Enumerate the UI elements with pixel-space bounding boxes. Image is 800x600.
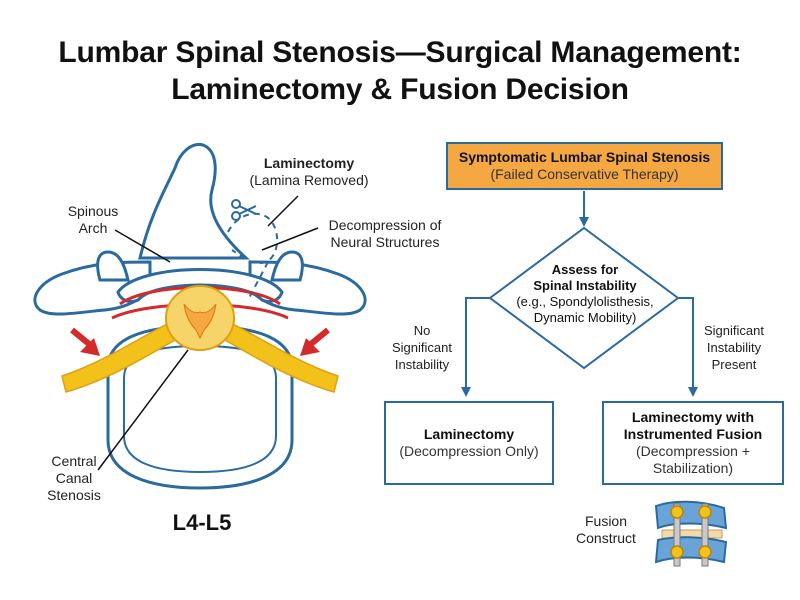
label-central-1: Central: [51, 453, 96, 469]
right-box-subtitle-1: (Decompression +: [636, 443, 750, 459]
cord-gray-matter: [183, 303, 217, 340]
leader-spinous-arch: [114, 229, 171, 263]
branch-left-line-3: Instability: [394, 357, 450, 372]
label-spinous-arch-1: Spinous: [68, 203, 119, 219]
leader-central-canal: [97, 349, 189, 471]
neural-arch: [116, 268, 284, 304]
start-subtitle: (Failed Conservative Therapy): [490, 166, 679, 182]
left-articular-process: [96, 250, 130, 282]
left-nerve-root: [61, 315, 191, 393]
scissors-icon: [231, 199, 257, 221]
title-line-1: Lumbar Spinal Stenosis—Surgical Manageme…: [58, 36, 742, 69]
left-box-subtitle: (Decompression Only): [399, 443, 539, 459]
decision-line-2: Spinal Instability: [533, 278, 637, 293]
fusion-construct-icon: [654, 500, 728, 567]
laminectomy-fusion-box: Laminectomy with Instrumented Fusion (De…: [602, 401, 784, 485]
right-nerve-root: [209, 315, 339, 393]
right-box-subtitle-2: Stabilization): [652, 460, 734, 476]
page-title: Lumbar Spinal Stenosis—Surgical Manageme…: [0, 34, 800, 108]
branch-left-line-1: No: [413, 323, 431, 338]
label-fusion-1: Fusion: [585, 513, 627, 529]
label-decompression-2: Neural Structures: [331, 234, 440, 250]
left-box-title: Laminectomy: [423, 426, 515, 442]
leader-decompression: [261, 227, 319, 251]
removed-lamina-cut-line: [247, 261, 269, 301]
title-line-2: Laminectomy & Fusion Decision: [171, 73, 629, 106]
spinous-process: [138, 142, 250, 260]
branch-left-line-2: Significant: [392, 340, 452, 355]
start-title: Symptomatic Lumbar Spinal Stenosis: [458, 149, 711, 165]
left-compression-arrow: [70, 327, 100, 356]
right-articular-process: [270, 250, 304, 282]
decision-line-3: (e.g., Spondylolisthesis,: [516, 294, 654, 309]
flow-connectors: [461, 191, 698, 397]
label-laminectomy-title: Laminectomy: [264, 155, 354, 171]
decision-diamond: [488, 226, 680, 370]
branch-right-line-3: Present: [711, 357, 757, 372]
removed-lamina-outline: [227, 212, 279, 264]
label-level: L4-L5: [173, 510, 232, 535]
connector-right-branch: [678, 297, 698, 397]
vertebral-body-inner: [123, 344, 277, 474]
label-decompression-1: Decompression of: [329, 217, 442, 233]
branch-label-left: No Significant Instability: [384, 322, 460, 373]
label-central-2: Canal: [56, 470, 93, 486]
laminectomy-only-box: Laminectomy (Decompression Only): [384, 401, 554, 485]
decision-line-4: Dynamic Mobility): [533, 310, 637, 325]
branch-right-line-2: Instability: [706, 340, 762, 355]
branch-label-right: Significant Instability Present: [694, 322, 774, 373]
label-spinous-arch-2: Arch: [79, 220, 108, 236]
leader-laminectomy: [267, 195, 299, 227]
branch-right-line-1: Significant: [704, 323, 764, 338]
connector-left-branch: [461, 297, 490, 397]
right-box-title-2: Instrumented Fusion: [623, 426, 763, 442]
decision-line-1: Assess for: [551, 262, 619, 277]
right-box-title-1: Laminectomy with: [631, 409, 755, 425]
label-fusion-2: Construct: [576, 530, 636, 546]
right-compression-arrow: [300, 327, 330, 356]
vertebra-illustration: Spinous Arch Laminectomy (Lamina Removed…: [33, 142, 442, 535]
label-central-3: Stenosis: [47, 487, 101, 503]
start-box: Symptomatic Lumbar Spinal Stenosis (Fail…: [446, 142, 723, 190]
decision-text: Assess for Spinal Instability (e.g., Spo…: [510, 262, 660, 326]
label-laminectomy-sub: (Lamina Removed): [249, 172, 368, 188]
